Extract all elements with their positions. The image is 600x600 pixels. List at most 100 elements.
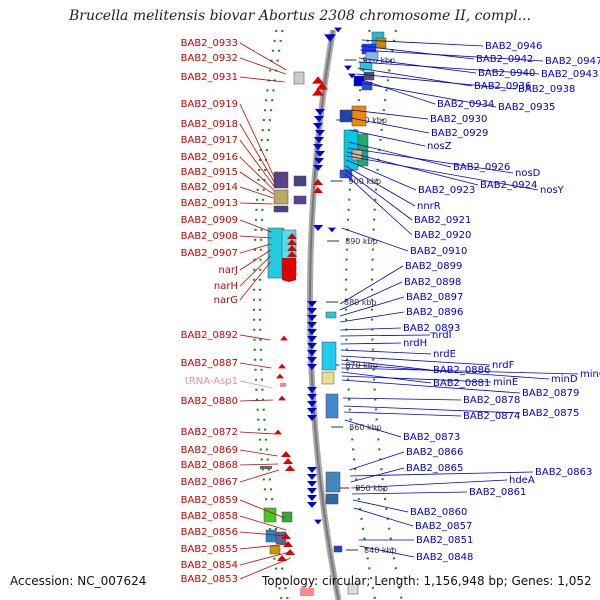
forward-gene-arrow — [307, 364, 317, 370]
forward-leader-line — [341, 227, 409, 252]
gene-block — [321, 341, 337, 371]
reverse-leader-line — [239, 449, 278, 457]
forward-gene-arrow — [315, 109, 325, 115]
reverse-leader-line — [239, 156, 274, 191]
forward-leader-line — [349, 451, 405, 471]
reverse-leader-line — [239, 499, 285, 519]
forward-gene-arrow — [307, 474, 317, 480]
reverse-strand-label: BAB2_0918 — [181, 119, 238, 130]
forward-strand-label: nrdF — [492, 360, 515, 371]
reverse-gene-arrow — [316, 82, 328, 90]
reverse-strand-label: BAB2_0856 — [181, 527, 238, 538]
forward-leader-line — [349, 129, 426, 147]
forward-gene-arrow — [307, 315, 317, 321]
reverse-gene-arrow — [278, 395, 286, 401]
reverse-gene-fragment — [260, 466, 272, 469]
reverse-leader-line — [239, 243, 272, 254]
forward-strand-label: nosY — [540, 185, 565, 196]
forward-leader-line — [352, 499, 409, 513]
gene-block — [321, 371, 335, 385]
reverse-gene-arrow — [276, 373, 284, 379]
forward-leader-line — [340, 311, 405, 323]
forward-gene-arrow — [348, 73, 356, 79]
forward-strand-label: BAB2_0897 — [406, 292, 463, 303]
gene-block — [267, 227, 285, 279]
forward-strand-label: BAB2_0879 — [522, 388, 579, 399]
forward-leader-line — [339, 296, 405, 317]
forward-strand-label: BAB2_0861 — [469, 487, 526, 498]
forward-gene-arrow — [307, 401, 317, 407]
reverse-gene-arrow — [312, 76, 324, 84]
reverse-strand-label: BAB2_0907 — [181, 248, 238, 259]
forward-strand-label: BAB2_0947 — [545, 56, 600, 67]
forward-strand-label: BAB2_0910 — [410, 246, 467, 257]
reverse-leader-line — [239, 42, 287, 71]
reverse-strand-label: BAB2_0932 — [181, 53, 238, 64]
gene-block — [325, 471, 341, 493]
forward-strand-label: BAB2_0873 — [403, 432, 460, 443]
forward-strand-label: nosZ — [427, 141, 452, 152]
reverse-strand-label: BAB2_0853 — [181, 574, 238, 585]
reverse-strand-label: BAB2_0868 — [181, 460, 238, 471]
reverse-strand-label: BAB2_0909 — [181, 215, 238, 226]
forward-leader-line — [341, 363, 550, 380]
forward-gene-arrow — [328, 227, 336, 233]
reverse-gene-arrow — [277, 555, 287, 561]
forward-strand-label: BAB2_0848 — [416, 552, 473, 563]
forward-gene-arrow — [307, 502, 317, 508]
forward-gene-arrow — [314, 116, 324, 122]
reverse-strand-label: BAB2_0867 — [181, 477, 238, 488]
reverse-leader-line — [239, 123, 275, 183]
reverse-leader-line — [239, 255, 271, 287]
reverse-gene-arrow — [287, 251, 297, 257]
gene-block — [351, 105, 367, 127]
forward-gene-arrow — [307, 301, 317, 307]
reverse-strand-label: BAB2_0892 — [181, 330, 238, 341]
gene-block — [333, 545, 343, 553]
reverse-strand-label: BAB2_0908 — [181, 231, 238, 242]
forward-strand-label: BAB2_0893 — [403, 323, 460, 334]
reverse-leader-line — [239, 186, 274, 199]
forward-strand-label: BAB2_0865 — [406, 463, 463, 474]
forward-strand-label: BAB2_0935 — [498, 102, 555, 113]
topology-text: Topology: circular; Length: 1,156,948 bp… — [262, 574, 592, 588]
reverse-leader-line — [239, 557, 291, 580]
forward-leader-line — [341, 359, 432, 371]
gene-block — [273, 189, 289, 205]
forward-strand-label: BAB2_0938 — [518, 84, 575, 95]
forward-strand-label: BAB2_0946 — [485, 41, 542, 52]
forward-strand-label: nrdE — [433, 349, 456, 360]
forward-strand-label: BAB2_0943 — [541, 69, 598, 80]
reverse-leader-line — [239, 463, 279, 466]
forward-gene-arrow — [307, 336, 317, 342]
reverse-strand-label: narJ — [218, 265, 238, 276]
forward-leader-line — [351, 109, 429, 120]
forward-gene-arrow — [313, 165, 323, 171]
forward-gene-arrow — [307, 467, 317, 473]
forward-gene-arrow — [307, 394, 317, 400]
forward-leader-line — [340, 327, 402, 331]
forward-strand-label: BAB2_0875 — [522, 408, 579, 419]
forward-gene-arrow — [344, 65, 352, 71]
forward-leader-line — [343, 397, 462, 401]
forward-strand-label: BAB2_0857 — [415, 521, 472, 532]
gene-block — [325, 393, 339, 419]
forward-gene-arrow — [307, 322, 317, 328]
reverse-leader-line — [239, 531, 288, 537]
reverse-leader-line — [239, 103, 275, 179]
reverse-strand-label: BAB2_0869 — [181, 445, 238, 456]
forward-strand-label: BAB2_0920 — [414, 230, 471, 241]
reverse-gene-arrow — [278, 363, 286, 369]
reverse-gene-arrow — [280, 335, 288, 341]
forward-leader-line — [347, 147, 514, 174]
forward-strand-label: BAB2_0921 — [414, 215, 471, 226]
forward-strand-label: BAB2_0881 — [433, 378, 490, 389]
reverse-leader-line — [239, 551, 290, 566]
gene-block — [273, 171, 289, 189]
forward-strand-label: BAB2_0942 — [476, 54, 533, 65]
reverse-leader-line — [239, 362, 272, 369]
reverse-strand-label: narH — [214, 281, 238, 292]
forward-gene-arrow — [334, 27, 342, 33]
forward-gene-arrow — [307, 350, 317, 356]
kbp-marker-label: 850 kbp — [355, 484, 388, 493]
